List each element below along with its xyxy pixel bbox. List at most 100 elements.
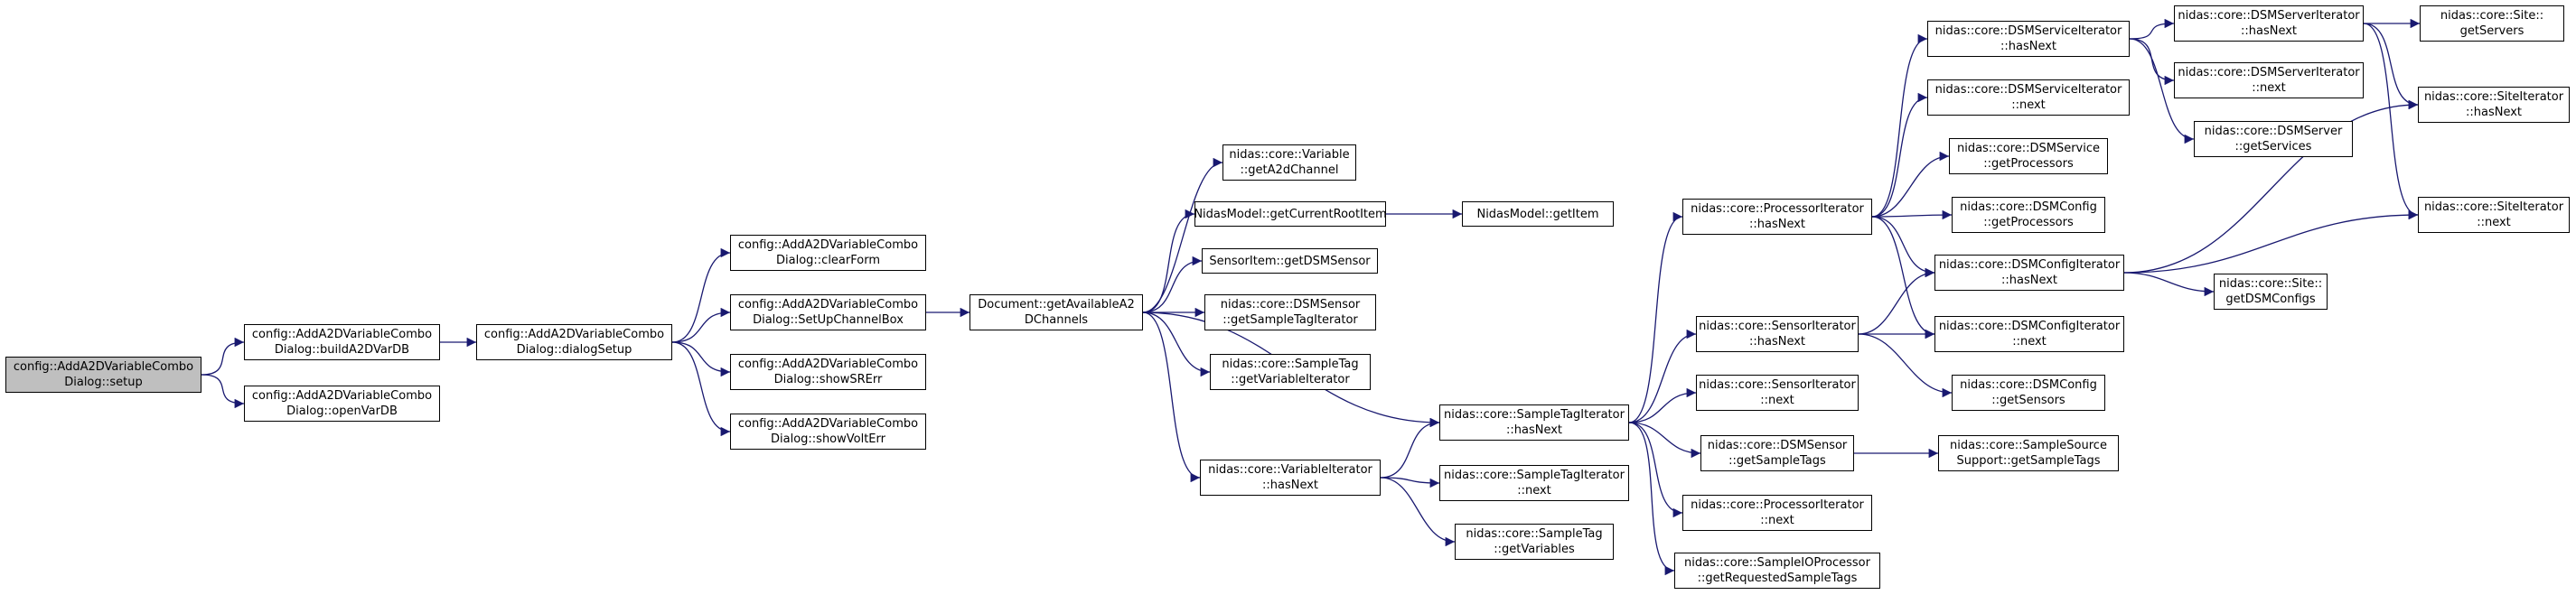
graph-node-label-line: Dialog::showSRErr	[773, 373, 883, 386]
graph-node-dsmserver-getservices[interactable]: nidas::core::DSMServer::getServices	[2194, 121, 2353, 157]
edge-setup-to-builda2dvardb	[201, 337, 245, 376]
graph-node-label-line: nidas::core::DSMServerIterator	[2178, 9, 2360, 23]
edge-sensoriterator-hasnext-to-dsmconfigiterator-hasnext	[1858, 267, 1935, 335]
graph-node-getvariableiterator[interactable]: nidas::core::SampleTag::getVariableItera…	[1210, 354, 1371, 390]
graph-node-site-getservers[interactable]: nidas::core::Site::getServers	[2420, 5, 2564, 42]
edge-sensoriterator-hasnext-to-dsmconfig-getsensors	[1858, 333, 1953, 398]
graph-node-label-line: nidas::core::DSMConfig	[1960, 378, 2097, 392]
graph-node-variableiterator-hasnext[interactable]: nidas::core::VariableIterator::hasNext	[1200, 460, 1381, 496]
edge-dialogsetup-to-showvolterr	[671, 341, 731, 437]
graph-node-label-line: nidas::core::DSMServiceIterator	[1934, 24, 2122, 38]
graph-node-sampletag-getvariables[interactable]: nidas::core::SampleTag::getVariables	[1455, 524, 1614, 560]
edge-getavailablea2dchannels-to-getcurrentrootitem	[1142, 209, 1195, 313]
graph-node-label-line: ::getA2dChannel	[1240, 163, 1339, 177]
graph-node-label-line: nidas::core::DSMConfig	[1960, 200, 2097, 214]
graph-node-label-line: DChannels	[1024, 313, 1089, 327]
graph-node-label-line: ::getVariables	[1494, 543, 1575, 556]
graph-node-dsmservice-getprocessors[interactable]: nidas::core::DSMService::getProcessors	[1949, 138, 2108, 174]
graph-node-label-line: nidas::core::SampleIOProcessor	[1684, 556, 1870, 570]
edge-processoriterator-hasnext-to-dsmservice-getprocessors	[1871, 151, 1950, 218]
graph-node-label-line: nidas::core::SiteIterator	[2423, 200, 2564, 214]
graph-node-siteiterator-next[interactable]: nidas::core::SiteIterator::next	[2418, 197, 2570, 233]
graph-node-label-line: nidas::core::SensorIterator	[1699, 378, 1856, 392]
graph-node-dsmconfig-getprocessors[interactable]: nidas::core::DSMConfig::getProcessors	[1952, 197, 2105, 233]
graph-node-label-line: nidas::core::DSMSensor	[1220, 298, 1361, 311]
graph-node-getsampletagiterator[interactable]: nidas::core::DSMSensor::getSampleTagIter…	[1204, 294, 1376, 330]
edge-dsmconfigiterator-hasnext-to-site-getdsmconfigs	[2123, 272, 2215, 297]
graph-node-sensoriterator-next[interactable]: nidas::core::SensorIterator::next	[1696, 375, 1859, 411]
graph-node-label-line: ::next	[2011, 98, 2046, 112]
graph-node-label-line: nidas::core::DSMServiceIterator	[1934, 83, 2122, 97]
graph-node-dsmconfig-getsensors[interactable]: nidas::core::DSMConfig::getSensors	[1952, 375, 2105, 411]
edge-sampletagiterator-hasnext-to-sensoriterator-next	[1628, 387, 1697, 423]
edge-variableiterator-hasnext-to-sampletagiterator-hasnext	[1380, 417, 1440, 479]
graph-node-label-line: nidas::core::Site::	[2440, 9, 2544, 23]
graph-node-dsmconfigiterator-hasnext[interactable]: nidas::core::DSMConfigIterator::hasNext	[1934, 255, 2124, 291]
edge-dsmserveriterator-hasnext-to-siteiterator-next	[2363, 23, 2419, 220]
graph-node-label-line: ::getServices	[2234, 140, 2312, 153]
graph-node-label-line: nidas::core::DSMServerIterator	[2178, 66, 2360, 79]
graph-node-label-line: nidas::core::SampleTagIterator	[1444, 408, 1625, 422]
graph-node-label-line: ::hasNext	[2000, 40, 2057, 53]
edge-processoriterator-hasnext-to-dsmserviceiterator-next	[1871, 92, 1928, 218]
graph-node-sensoriterator-hasnext[interactable]: nidas::core::SensorIterator::hasNext	[1696, 316, 1859, 352]
graph-node-label-line: ::getRequestedSampleTags	[1697, 572, 1858, 585]
edge-variableiterator-hasnext-to-sampletag-getvariables	[1380, 477, 1456, 547]
graph-node-dsmserveriterator-next[interactable]: nidas::core::DSMServerIterator::next	[2174, 62, 2364, 98]
edge-dsmserveriterator-hasnext-to-siteiterator-hasnext	[2363, 23, 2419, 110]
edge-dsmserviceiterator-hasnext-to-dsmserveriterator-hasnext	[2129, 18, 2175, 40]
graph-node-dsmserviceiterator-next[interactable]: nidas::core::DSMServiceIterator::next	[1927, 79, 2130, 116]
graph-node-dsmserviceiterator-hasnext[interactable]: nidas::core::DSMServiceIterator::hasNext	[1927, 21, 2130, 57]
graph-node-label-line: getServers	[2459, 24, 2524, 38]
edge-processoriterator-hasnext-to-dsmserviceiterator-hasnext	[1871, 33, 1928, 218]
graph-node-getcurrentrootitem[interactable]: NidasModel::getCurrentRootItem	[1194, 201, 1387, 227]
graph-node-label-line: ::next	[2012, 335, 2047, 349]
graph-node-label-line: getDSMConfigs	[2225, 293, 2316, 306]
edge-dialogsetup-to-clearform	[671, 247, 731, 343]
graph-node-label-line: NidasModel::getCurrentRootItem	[1194, 207, 1387, 221]
graph-node-dsmserveriterator-hasnext[interactable]: nidas::core::DSMServerIterator::hasNext	[2174, 5, 2364, 42]
graph-node-label-line: nidas::core::Variable	[1229, 148, 1350, 162]
graph-node-label-line: nidas::core::SampleTag	[1222, 358, 1359, 371]
graph-node-label-line: SensorItem::getDSMSensor	[1209, 254, 1371, 268]
graph-node-label-line: ::getVariableIterator	[1231, 373, 1350, 386]
edge-getavailablea2dchannels-to-geta2dchannel	[1142, 157, 1223, 313]
graph-node-dsmconfigiterator-next[interactable]: nidas::core::DSMConfigIterator::next	[1934, 316, 2124, 352]
edge-getavailablea2dchannels-to-getvariableiterator	[1142, 311, 1211, 377]
graph-node-site-getdsmconfigs[interactable]: nidas::core::Site::getDSMConfigs	[2214, 274, 2328, 310]
graph-node-sampletagiterator-hasnext[interactable]: nidas::core::SampleTagIterator::hasNext	[1439, 404, 1629, 441]
graph-node-label-line: Dialog::SetUpChannelBox	[753, 313, 904, 327]
graph-node-label-line: nidas::core::Site::	[2218, 277, 2323, 291]
edge-setup-to-openvardb	[201, 374, 245, 409]
graph-node-siteiterator-hasnext[interactable]: nidas::core::SiteIterator::hasNext	[2418, 87, 2570, 123]
edge-getavailablea2dchannels-to-variableiterator-hasnext	[1142, 311, 1201, 483]
graph-node-dsmsensor-getsampletags[interactable]: nidas::core::DSMSensor::getSampleTags	[1700, 435, 1854, 471]
graph-node-getrequestedsampletags[interactable]: nidas::core::SampleIOProcessor::getReque…	[1674, 553, 1880, 589]
graph-node-label-line: ::hasNext	[2465, 106, 2523, 119]
graph-node-processoriterator-next[interactable]: nidas::core::ProcessorIterator::next	[1682, 495, 1872, 531]
graph-node-label-line: ::getProcessors	[1983, 157, 2074, 171]
graph-node-getitem[interactable]: NidasModel::getItem	[1462, 201, 1614, 227]
graph-node-label-line: Dialog::clearForm	[776, 254, 880, 267]
graph-node-label-line: config::AddA2DVariableCombo	[483, 328, 665, 341]
graph-node-processoriterator-hasnext[interactable]: nidas::core::ProcessorIterator::hasNext	[1682, 199, 1872, 235]
graph-node-label-line: ::hasNext	[2000, 274, 2058, 287]
edge-getavailablea2dchannels-to-getdsmsensor	[1142, 256, 1203, 313]
edge-processoriterator-hasnext-to-dsmconfigiterator-hasnext	[1871, 216, 1935, 278]
graph-node-sampletagiterator-next[interactable]: nidas::core::SampleTagIterator::next	[1439, 465, 1629, 501]
graph-node-label-line: nidas::core::SampleTag	[1466, 527, 1603, 541]
graph-node-getdsmsensor[interactable]: SensorItem::getDSMSensor	[1202, 248, 1378, 274]
edge-variableiterator-hasnext-to-sampletagiterator-next	[1380, 477, 1440, 488]
graph-node-geta2dchannel[interactable]: nidas::core::Variable::getA2dChannel	[1222, 144, 1356, 181]
edge-sampletagiterator-hasnext-to-getrequestedsampletags	[1628, 422, 1675, 576]
